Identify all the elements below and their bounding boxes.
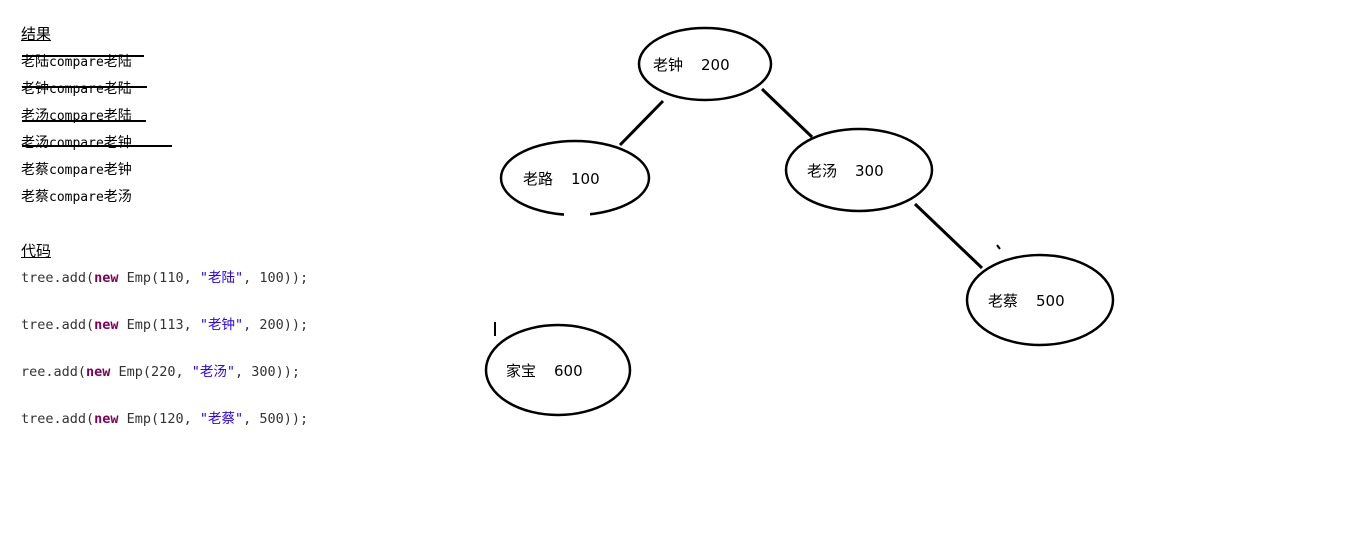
result-line: 老钟compare老陆 — [21, 80, 132, 99]
code-kw: new — [86, 364, 111, 380]
result-b: 老钟 — [103, 162, 132, 178]
code-line: tree.add(new Emp(113, "老钟", 200)); — [21, 316, 308, 334]
strike-through-line — [22, 145, 172, 147]
node-ellipse — [637, 26, 773, 102]
stray-mark — [996, 244, 1001, 250]
node-name: 家宝 — [506, 362, 536, 380]
code-kw: new — [94, 270, 119, 286]
strike-through-line — [22, 120, 146, 122]
code-pre: ree.add( — [21, 364, 87, 380]
code-str: "老陆" — [199, 270, 244, 286]
node-name: 老路 — [523, 170, 553, 188]
result-compare: compare — [49, 136, 104, 151]
result-compare: compare — [49, 163, 104, 178]
code-kw: new — [94, 411, 119, 427]
result-a: 老汤 — [21, 135, 49, 151]
code-pre: tree.add( — [21, 270, 95, 286]
code-line: tree.add(new Emp(110, "老陆", 100)); — [21, 269, 308, 287]
result-heading: 结果 — [21, 25, 52, 43]
code-str: "老蔡" — [199, 411, 244, 427]
result-line: 老蔡compare老钟 — [21, 161, 132, 180]
code-post: , 300)); — [234, 364, 300, 380]
code-pre: tree.add( — [21, 411, 95, 427]
ellipse-gap — [564, 211, 590, 219]
result-compare: compare — [49, 190, 104, 205]
node-value: 100 — [571, 170, 600, 188]
node-value: 600 — [554, 362, 583, 380]
node-name: 老汤 — [807, 162, 837, 180]
tree-node: 家宝 600 — [484, 323, 632, 417]
result-b: 老陆 — [103, 81, 132, 97]
result-a: 老陆 — [21, 54, 49, 70]
node-ellipse — [784, 127, 934, 213]
result-line: 老陆compare老陆 — [21, 53, 132, 72]
code-line: ree.add(new Emp(220, "老汤", 300)); — [21, 363, 300, 381]
tree-edge — [913, 202, 984, 270]
strike-through-line — [22, 86, 147, 88]
result-line: 老蔡compare老汤 — [21, 188, 132, 207]
result-a: 老蔡 — [21, 189, 49, 205]
code-str: "老汤" — [191, 364, 235, 380]
strike-through-line — [22, 55, 144, 57]
code-str: "老钟" — [199, 317, 244, 333]
tree-node: 老钟 200 — [637, 26, 773, 102]
code-mid: Emp(120, — [118, 411, 200, 427]
tree-node: 老路 100 — [499, 139, 651, 217]
code-kw: new — [94, 317, 119, 333]
node-name: 老钟 — [653, 56, 683, 74]
result-line: 老汤compare老钟 — [21, 134, 132, 153]
node-value: 200 — [701, 56, 730, 74]
result-a: 老钟 — [21, 81, 49, 97]
node-value: 300 — [855, 162, 884, 180]
result-b: 老汤 — [103, 189, 132, 205]
tree-edge — [618, 99, 665, 147]
result-compare: compare — [49, 55, 104, 70]
code-heading: 代码 — [21, 242, 52, 260]
result-b: 老钟 — [103, 135, 132, 151]
code-mid: Emp(110, — [118, 270, 200, 286]
code-pre: tree.add( — [21, 317, 95, 333]
node-ellipse — [484, 323, 632, 417]
tree-node: 老蔡 500 — [965, 253, 1115, 347]
code-post: , 100)); — [243, 270, 309, 286]
tree-node: 老汤 300 — [784, 127, 934, 213]
result-a: 老蔡 — [21, 162, 49, 178]
result-b: 老陆 — [103, 54, 132, 70]
node-ellipse — [965, 253, 1115, 347]
code-mid: Emp(113, — [118, 317, 200, 333]
node-name: 老蔡 — [988, 292, 1018, 310]
code-mid: Emp(220, — [110, 364, 192, 380]
result-compare: compare — [49, 82, 104, 97]
node-value: 500 — [1036, 292, 1065, 310]
code-post: , 500)); — [243, 411, 309, 427]
code-post: , 200)); — [243, 317, 309, 333]
tree-edge — [760, 87, 814, 139]
code-line: tree.add(new Emp(120, "老蔡", 500)); — [21, 410, 308, 428]
